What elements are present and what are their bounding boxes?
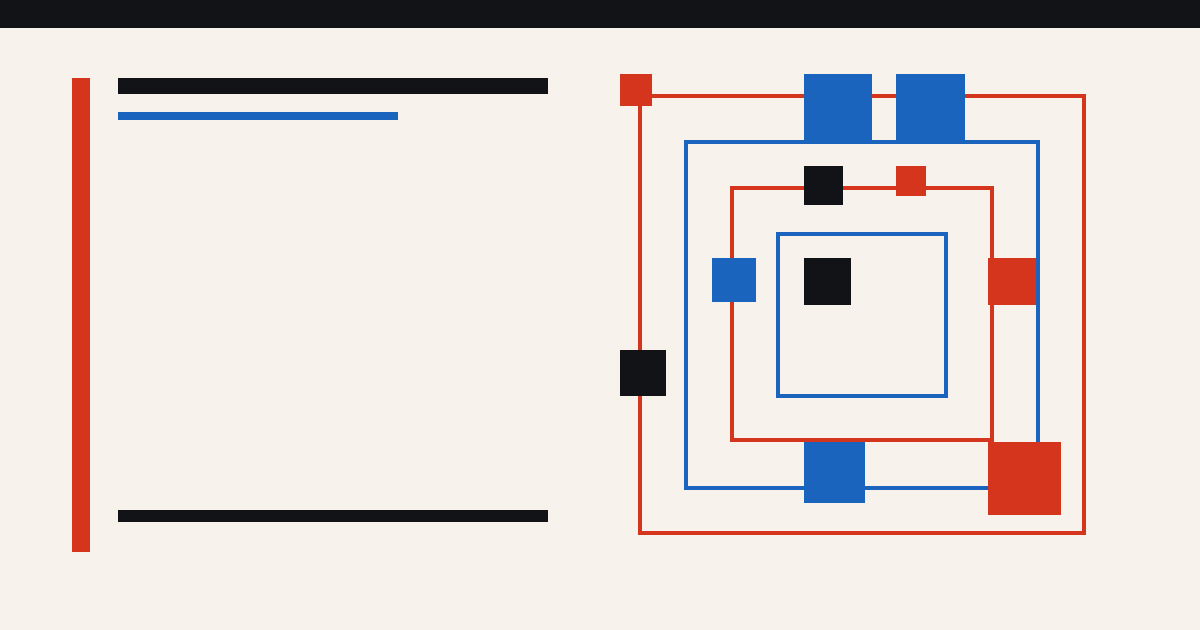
- black-block-upper: [804, 166, 843, 205]
- page-background: [0, 28, 1200, 630]
- red-block-right-mid: [988, 258, 1036, 305]
- blue-block-top-1: [804, 74, 872, 140]
- blue-block-bottom: [804, 442, 865, 503]
- footer-placeholder-bar: [118, 510, 548, 522]
- black-block-left-lower: [620, 350, 666, 396]
- red-block-bottom-right: [988, 442, 1061, 515]
- innermost-blue-square-outline: [776, 232, 948, 398]
- red-block-upper-small: [896, 166, 926, 196]
- blue-block-left-mid: [712, 258, 756, 302]
- blue-block-top-2: [896, 74, 965, 140]
- top-bar: [0, 0, 1200, 28]
- red-block-top-left: [620, 74, 652, 106]
- subtitle-placeholder-bar: [118, 112, 398, 120]
- inner-red-square-outline: [730, 186, 994, 442]
- title-placeholder-bar: [118, 78, 548, 94]
- vertical-accent-bar: [72, 78, 90, 552]
- black-block-center: [804, 258, 851, 305]
